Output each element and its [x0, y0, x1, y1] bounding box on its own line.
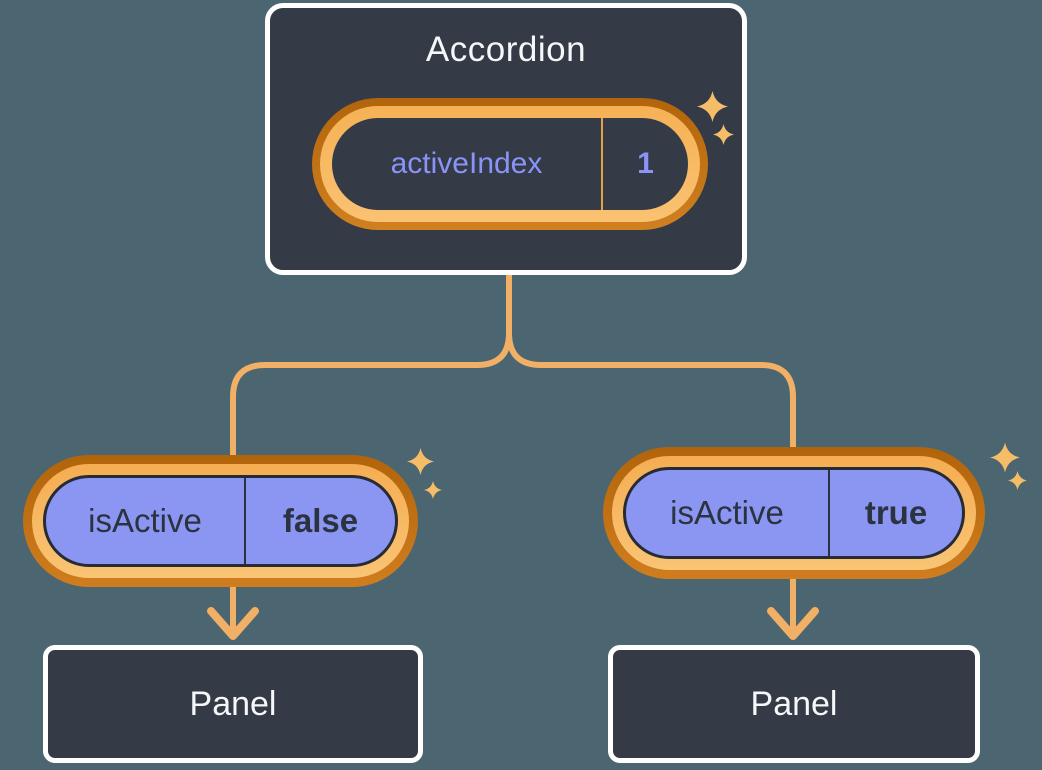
panel-component-box: Panel — [608, 645, 980, 763]
prop-value-label: true — [864, 494, 928, 531]
left-branch-line — [230, 257, 512, 635]
sparkle-icon — [424, 481, 442, 499]
sparkle-icon — [713, 124, 734, 145]
panel-label: Panel — [750, 684, 838, 723]
panel-component-box: Panel — [43, 645, 423, 763]
prop-pill-isactive-true: isActive true — [603, 447, 985, 579]
prop-pill-outer-ring: isActive false — [23, 455, 418, 587]
prop-pill-inner-ring: isActive false — [32, 464, 409, 578]
prop-pill-body: isActive true — [623, 467, 965, 559]
sparkle-icon — [990, 442, 1020, 473]
prop-pill-inner-ring: isActive true — [612, 456, 976, 570]
prop-pill-body: isActive false — [43, 475, 398, 567]
panel-label: Panel — [189, 684, 277, 723]
arrow-down-icon — [767, 607, 819, 640]
state-pill-inner-ring: activeIndex 1 — [320, 106, 700, 222]
state-pill-body: activeIndex 1 — [332, 118, 688, 210]
prop-key-label: isActive — [670, 494, 784, 531]
right-branch-line — [506, 257, 796, 635]
sparkle-icon — [697, 90, 728, 123]
prop-key-label: isActive — [88, 502, 202, 539]
arrow-down-icon — [207, 607, 259, 640]
state-pill: activeIndex 1 — [312, 98, 708, 230]
prop-pill-outer-ring: isActive true — [603, 447, 985, 579]
pill-divider — [601, 118, 603, 210]
accordion-component-box: Accordion activeIndex 1 — [265, 3, 747, 275]
sparkle-icon — [407, 447, 434, 476]
pill-divider — [828, 470, 830, 556]
state-key-label: activeIndex — [390, 147, 543, 180]
prop-pill-isactive-false: isActive false — [23, 455, 418, 587]
state-value-label: 1 — [637, 147, 654, 180]
sparkle-icon — [1008, 471, 1027, 490]
component-title: Accordion — [425, 30, 587, 69]
prop-value-label: false — [282, 502, 359, 539]
pill-divider — [244, 478, 246, 564]
